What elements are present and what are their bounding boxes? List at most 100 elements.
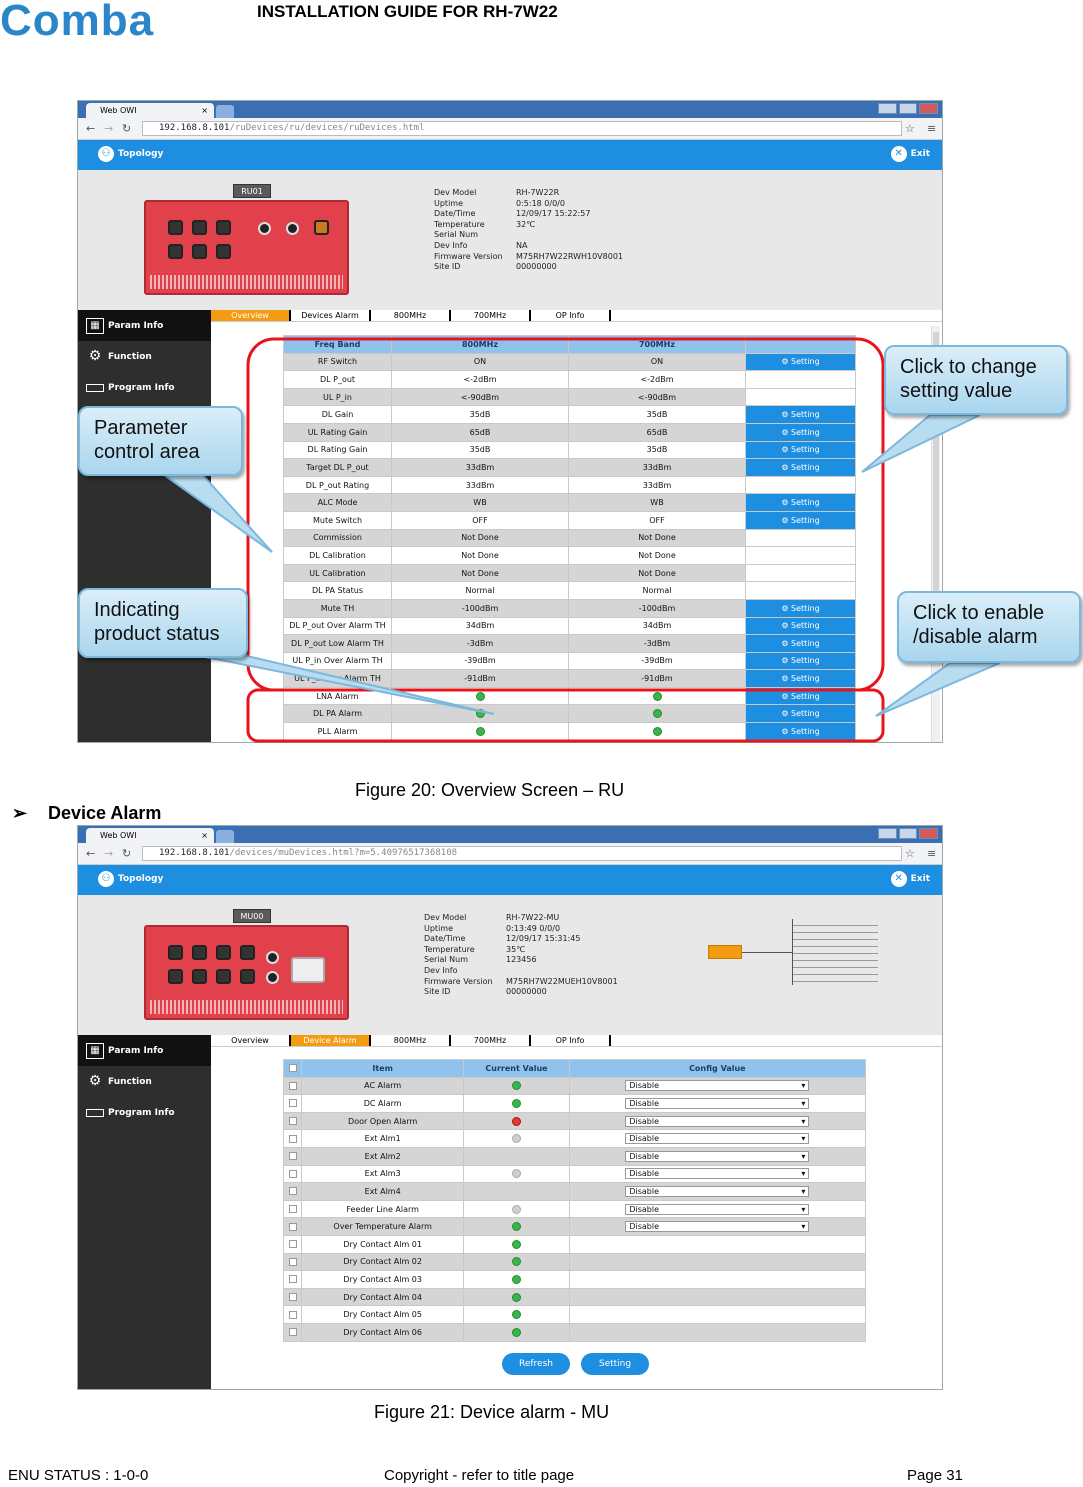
- forward-arrow-icon[interactable]: →: [104, 122, 114, 135]
- bookmark-star-icon[interactable]: ☆: [905, 122, 915, 135]
- refresh-button[interactable]: Refresh: [502, 1353, 570, 1375]
- tab-overview[interactable]: Overview: [211, 310, 291, 321]
- setting-button[interactable]: ⚙ Setting: [745, 510, 856, 530]
- address-bar[interactable]: 192.168.8.101/devices/muDevices.html?m=5…: [142, 846, 902, 861]
- row-checkbox[interactable]: [283, 1199, 302, 1219]
- setting-button[interactable]: ⚙ Setting: [745, 686, 856, 706]
- row-checkbox[interactable]: [283, 1182, 302, 1201]
- back-arrow-icon[interactable]: ←: [86, 847, 96, 860]
- tab-800mhz[interactable]: 800MHz: [371, 310, 451, 321]
- setting-button[interactable]: ⚙ Setting: [745, 352, 856, 372]
- config-select[interactable]: Disable▾: [625, 1185, 810, 1197]
- topology-button[interactable]: ⚇Topology: [98, 871, 163, 887]
- row-checkbox[interactable]: [283, 1252, 302, 1272]
- checkbox-icon[interactable]: [288, 1064, 297, 1073]
- setting-button[interactable]: ⚙ Setting: [745, 422, 856, 442]
- maximize-button[interactable]: [898, 103, 918, 114]
- checkbox-icon[interactable]: [288, 1081, 297, 1090]
- row-checkbox[interactable]: [283, 1287, 302, 1307]
- row-checkbox[interactable]: [283, 1322, 302, 1342]
- exit-button[interactable]: ✕Exit: [890, 871, 930, 887]
- setting-button[interactable]: ⚙ Setting: [745, 405, 856, 424]
- tab-devices-alarm[interactable]: Devices Alarm: [291, 310, 371, 321]
- checkbox-icon[interactable]: [288, 1117, 297, 1126]
- setting-button[interactable]: Setting: [581, 1353, 649, 1375]
- tab-op-info[interactable]: OP Info: [531, 310, 611, 321]
- checkbox-icon[interactable]: [288, 1310, 297, 1319]
- config-select[interactable]: Disable▾: [625, 1203, 810, 1215]
- checkbox-icon[interactable]: [288, 1275, 297, 1284]
- select-all-checkbox[interactable]: [283, 1059, 302, 1078]
- config-select[interactable]: Disable▾: [625, 1133, 810, 1145]
- browser-tab[interactable]: Web OWI×: [86, 103, 214, 118]
- checkbox-icon[interactable]: [288, 1293, 297, 1302]
- close-window-button[interactable]: [919, 103, 939, 114]
- row-checkbox[interactable]: [283, 1217, 302, 1236]
- tab-700mhz[interactable]: 700MHz: [451, 310, 531, 321]
- new-tab-button[interactable]: [216, 830, 234, 843]
- setting-button[interactable]: ⚙ Setting: [745, 722, 856, 741]
- config-select[interactable]: Disable▾: [625, 1221, 810, 1233]
- sidebar-item-program-info[interactable]: Program Info: [78, 1097, 211, 1128]
- sidebar-item-function[interactable]: ⚙Function: [78, 1066, 211, 1097]
- sidebar-item-param-info[interactable]: ▦Param Info: [78, 1035, 211, 1066]
- checkbox-icon[interactable]: [288, 1169, 297, 1178]
- tab-device-alarm[interactable]: Device Alarm: [291, 1035, 371, 1046]
- row-checkbox[interactable]: [283, 1164, 302, 1184]
- menu-icon[interactable]: ≡: [927, 122, 937, 135]
- minimize-button[interactable]: [878, 828, 897, 839]
- setting-button[interactable]: ⚙ Setting: [745, 493, 856, 512]
- config-select[interactable]: Disable▾: [625, 1168, 810, 1180]
- setting-button[interactable]: ⚙ Setting: [745, 704, 856, 724]
- setting-button[interactable]: ⚙ Setting: [745, 458, 856, 477]
- menu-icon[interactable]: ≡: [927, 847, 937, 860]
- checkbox-icon[interactable]: [288, 1328, 297, 1337]
- setting-button[interactable]: ⚙ Setting: [745, 651, 856, 671]
- config-select[interactable]: Disable▾: [625, 1150, 810, 1162]
- topology-button[interactable]: ⚇Topology: [98, 146, 163, 162]
- checkbox-icon[interactable]: [288, 1134, 297, 1143]
- checkbox-icon[interactable]: [288, 1205, 297, 1214]
- tab-700mhz[interactable]: 700MHz: [451, 1035, 531, 1046]
- tab-op-info[interactable]: OP Info: [531, 1035, 611, 1046]
- maximize-button[interactable]: [898, 828, 918, 839]
- checkbox-icon[interactable]: [288, 1222, 297, 1231]
- row-checkbox[interactable]: [283, 1270, 302, 1289]
- tab-overview[interactable]: Overview: [211, 1035, 291, 1046]
- checkbox-icon[interactable]: [288, 1240, 297, 1249]
- row-checkbox[interactable]: [283, 1129, 302, 1148]
- row-checkbox[interactable]: [283, 1234, 302, 1254]
- config-select[interactable]: Disable▾: [625, 1115, 810, 1127]
- config-select[interactable]: Disable▾: [625, 1097, 810, 1109]
- minimize-button[interactable]: [878, 103, 897, 114]
- setting-button[interactable]: ⚙ Setting: [745, 598, 856, 618]
- row-checkbox[interactable]: [283, 1094, 302, 1113]
- tab-close-icon[interactable]: ×: [201, 106, 208, 115]
- row-checkbox[interactable]: [283, 1111, 302, 1131]
- sidebar-item-program-info[interactable]: Program Info: [78, 372, 211, 403]
- reload-icon[interactable]: ↻: [122, 122, 132, 135]
- row-checkbox[interactable]: [283, 1146, 302, 1166]
- browser-tab[interactable]: Web OWI×: [86, 828, 214, 843]
- exit-button[interactable]: ✕Exit: [890, 146, 930, 162]
- forward-arrow-icon[interactable]: →: [104, 847, 114, 860]
- new-tab-button[interactable]: [216, 105, 234, 118]
- checkbox-icon[interactable]: [288, 1257, 297, 1266]
- tab-800mhz[interactable]: 800MHz: [371, 1035, 451, 1046]
- address-bar[interactable]: 192.168.8.101/ruDevices/ru/devices/ruDev…: [142, 121, 902, 136]
- config-select[interactable]: Disable▾: [625, 1080, 810, 1092]
- sidebar-item-param-info[interactable]: ▦Param Info: [78, 310, 211, 341]
- back-arrow-icon[interactable]: ←: [86, 122, 96, 135]
- checkbox-icon[interactable]: [288, 1152, 297, 1161]
- row-checkbox[interactable]: [283, 1076, 302, 1096]
- setting-button[interactable]: ⚙ Setting: [745, 669, 856, 688]
- setting-button[interactable]: ⚙ Setting: [745, 440, 856, 460]
- close-window-button[interactable]: [919, 828, 939, 839]
- bookmark-star-icon[interactable]: ☆: [905, 847, 915, 860]
- reload-icon[interactable]: ↻: [122, 847, 132, 860]
- setting-button[interactable]: ⚙ Setting: [745, 616, 856, 636]
- checkbox-icon[interactable]: [288, 1099, 297, 1108]
- sidebar-item-function[interactable]: ⚙Function: [78, 341, 211, 372]
- setting-button[interactable]: ⚙ Setting: [745, 634, 856, 653]
- tab-close-icon[interactable]: ×: [201, 831, 208, 840]
